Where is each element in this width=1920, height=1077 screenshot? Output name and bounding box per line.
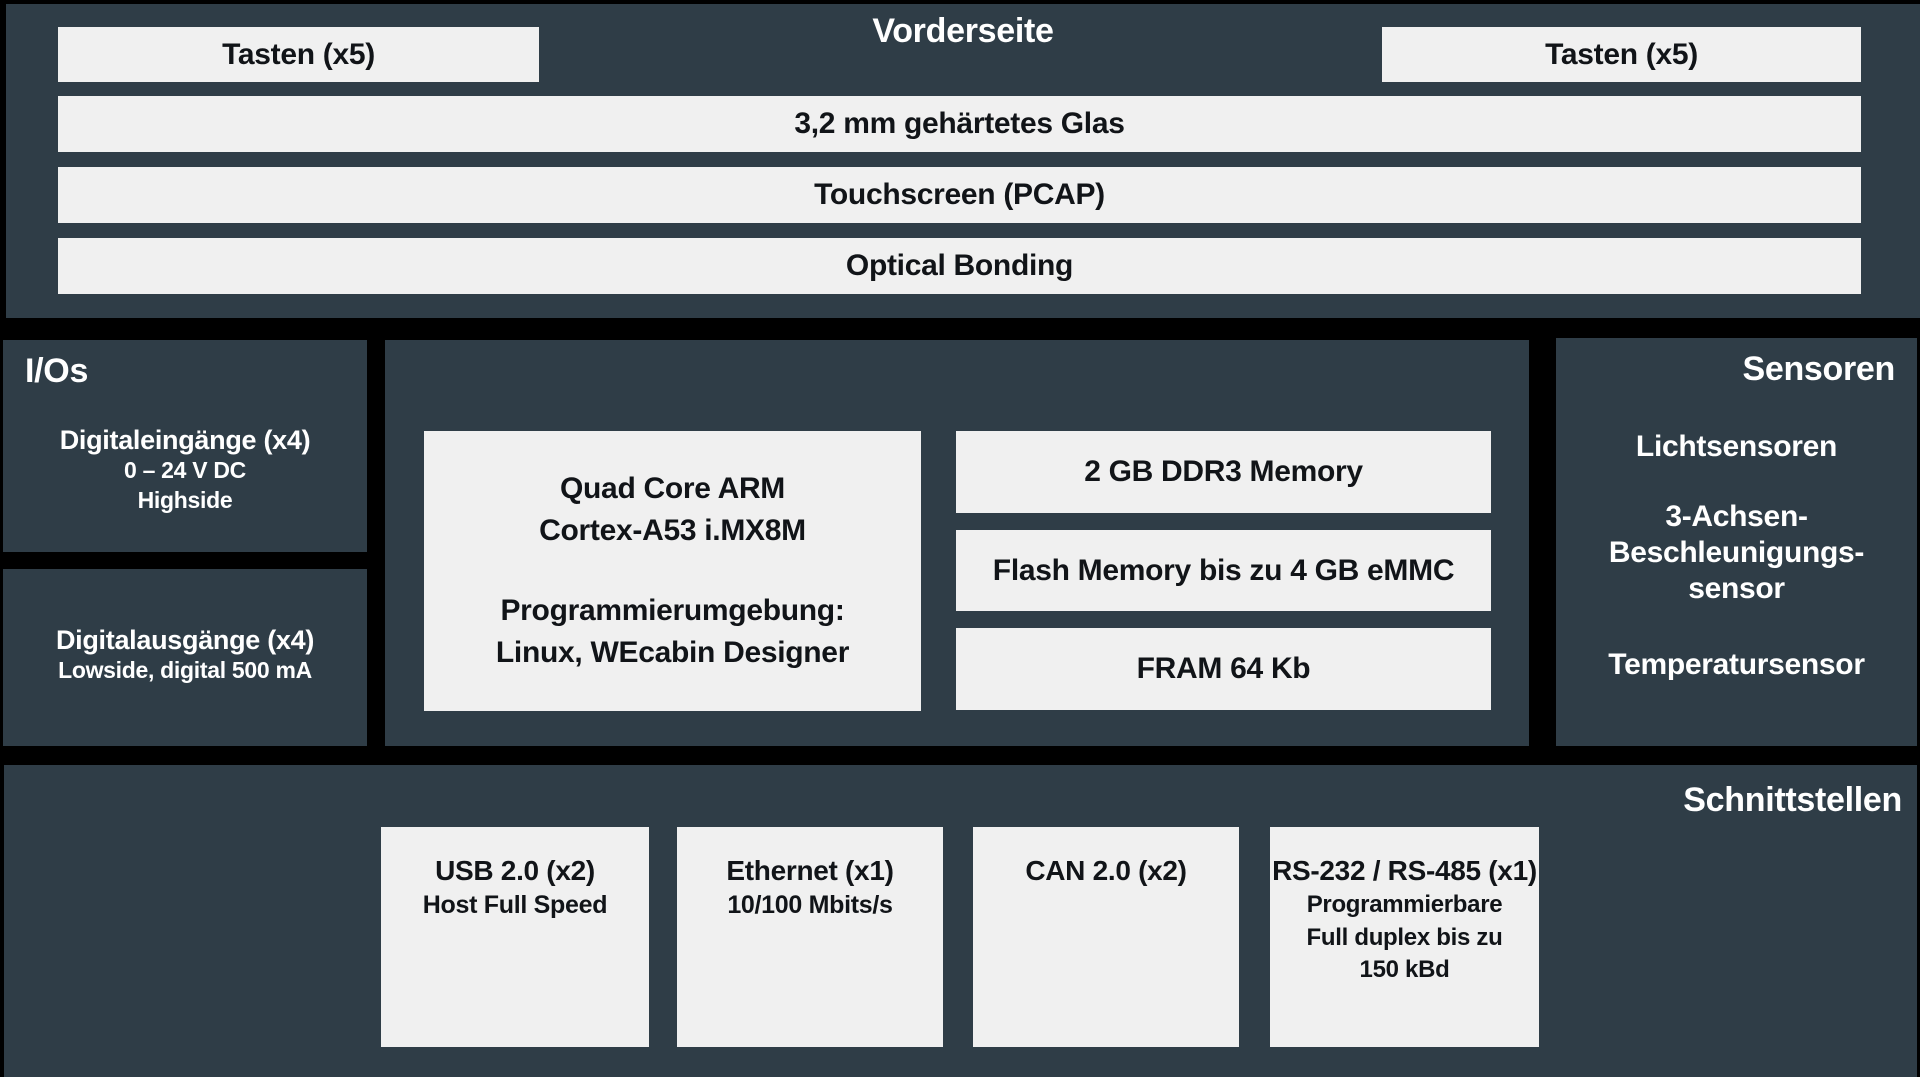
interfaces-section-title: Schnittstellen <box>1683 781 1902 819</box>
layer-touchscreen-bar: Touchscreen (PCAP) <box>58 167 1861 223</box>
layer-optical-bonding-label: Optical Bonding <box>845 249 1074 282</box>
front-section: Vorderseite Tasten (x5) Tasten (x5) 3,2 … <box>6 4 1920 318</box>
memory-fram-label: FRAM 64 Kb <box>1136 652 1311 685</box>
ios-inputs-section: I/Os Digitaleingänge (x4) 0 – 24 V DC Hi… <box>3 340 367 552</box>
digital-inputs-block: Digitaleingänge (x4) 0 – 24 V DC Highsid… <box>3 424 367 516</box>
digital-outputs-block: Digitalausgänge (x4) Lowside, digital 50… <box>3 624 367 686</box>
accelerometer-line3: sensor <box>1688 572 1785 605</box>
digital-outputs-title: Digitalausgänge (x4) <box>55 625 315 655</box>
layer-touchscreen-label: Touchscreen (PCAP) <box>814 178 1105 211</box>
usb-title: USB 2.0 (x2) <box>435 855 595 886</box>
rs232-rs485-sub2: Full duplex bis zu <box>1306 923 1503 951</box>
digital-inputs-line1: 0 – 24 V DC <box>124 457 246 484</box>
ethernet-title: Ethernet (x1) <box>726 855 894 886</box>
keys-left-label: Tasten (x5) <box>222 37 375 71</box>
can-title: CAN 2.0 (x2) <box>1025 855 1187 886</box>
ios-section-title: I/Os <box>25 352 89 390</box>
interfaces-section: Schnittstellen USB 2.0 (x2) Host Full Sp… <box>4 765 1917 1077</box>
layer-optical-bonding-bar: Optical Bonding <box>58 238 1861 294</box>
temperature-sensor-label: Temperatursensor <box>1608 648 1865 681</box>
memory-fram-box: FRAM 64 Kb <box>956 628 1491 710</box>
cpu-box: Quad Core ARM Cortex-A53 i.MX8M Programm… <box>424 431 921 711</box>
memory-ddr3-box: 2 GB DDR3 Memory <box>956 431 1491 513</box>
rs232-rs485-box: RS-232 / RS-485 (x1) Programmierbare Ful… <box>1270 827 1539 1047</box>
memory-flash-box: Flash Memory bis zu 4 GB eMMC <box>956 530 1491 611</box>
core-section: Quad Core ARM Cortex-A53 i.MX8M Programm… <box>385 340 1529 746</box>
keys-left-box: Tasten (x5) <box>58 27 539 82</box>
ethernet-sub: 10/100 Mbits/s <box>727 891 893 920</box>
ethernet-box: Ethernet (x1) 10/100 Mbits/s <box>677 827 943 1047</box>
sensors-section-title: Sensoren <box>1742 350 1895 388</box>
layer-glass-bar: 3,2 mm gehärtetes Glas <box>58 96 1861 152</box>
rs232-rs485-title: RS-232 / RS-485 (x1) <box>1272 855 1537 886</box>
ios-outputs-section: Digitalausgänge (x4) Lowside, digital 50… <box>3 569 367 746</box>
can-box: CAN 2.0 (x2) <box>973 827 1239 1047</box>
cpu-line2: Cortex-A53 i.MX8M <box>539 514 806 547</box>
sensors-section: Sensoren Lichtsensoren 3-Achsen- Beschle… <box>1556 338 1917 746</box>
memory-flash-label: Flash Memory bis zu 4 GB eMMC <box>992 553 1455 587</box>
accelerometer-line1: 3-Achsen- <box>1665 500 1808 533</box>
memory-ddr3-label: 2 GB DDR3 Memory <box>1084 455 1363 488</box>
front-section-title: Vorderseite <box>872 12 1054 50</box>
accelerometer-line2: Beschleunigungs- <box>1608 536 1865 569</box>
usb-sub: Host Full Speed <box>422 891 608 920</box>
keys-right-box: Tasten (x5) <box>1382 27 1861 82</box>
accelerometer-label: 3-Achsen- Beschleunigungs- sensor <box>1556 499 1917 607</box>
rs232-rs485-sub1: Programmierbare <box>1306 891 1503 919</box>
digital-outputs-line1: Lowside, digital 500 mA <box>58 657 312 684</box>
keys-right-label: Tasten (x5) <box>1545 37 1698 71</box>
light-sensors-label: Lichtsensoren <box>1635 430 1838 463</box>
cpu-line4: Linux, WEcabin Designer <box>495 636 850 669</box>
cpu-line1: Quad Core ARM <box>560 472 785 505</box>
layer-glass-label: 3,2 mm gehärtetes Glas <box>794 107 1125 140</box>
rs232-rs485-sub3: 150 kBd <box>1359 956 1450 984</box>
digital-inputs-line2: Highside <box>137 487 233 514</box>
digital-inputs-title: Digitaleingänge (x4) <box>59 425 311 455</box>
cpu-line3: Programmierumgebung: <box>500 594 845 627</box>
usb-box: USB 2.0 (x2) Host Full Speed <box>381 827 649 1047</box>
